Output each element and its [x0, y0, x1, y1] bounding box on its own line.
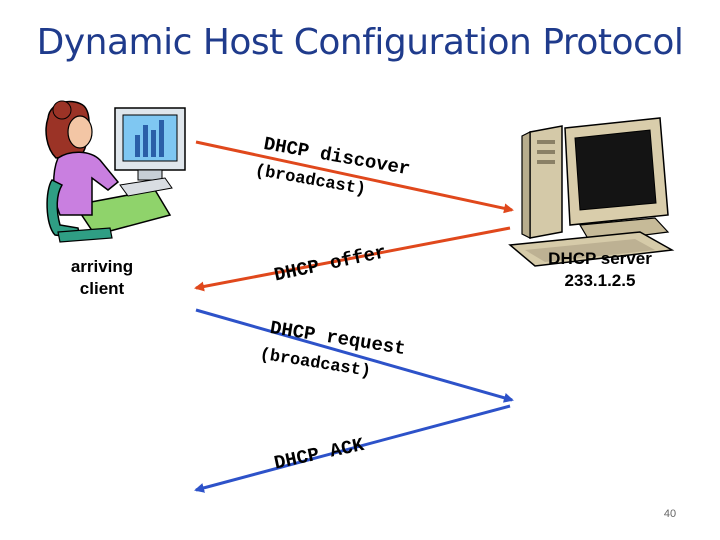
- offer-arrow: [194, 226, 511, 292]
- request-arrow: [195, 308, 514, 403]
- message-arrows: [194, 140, 514, 493]
- server-label: DHCP server 233.1.2.5: [525, 248, 675, 292]
- server-computer-icon: [508, 117, 675, 267]
- ack-arrow: [194, 404, 511, 493]
- client-label-line2: client: [79, 279, 125, 298]
- client-computer-icon: [45, 100, 186, 243]
- slide-title: Dynamic Host Configuration Protocol: [36, 22, 684, 63]
- client-label-line1: arriving: [70, 257, 134, 276]
- page-number: 40: [663, 508, 677, 520]
- server-label-line1: DHCP server: [548, 249, 652, 268]
- discover-arrow: [195, 140, 514, 214]
- client-label: arriving client: [52, 256, 152, 300]
- server-label-line2: 233.1.2.5: [564, 271, 636, 290]
